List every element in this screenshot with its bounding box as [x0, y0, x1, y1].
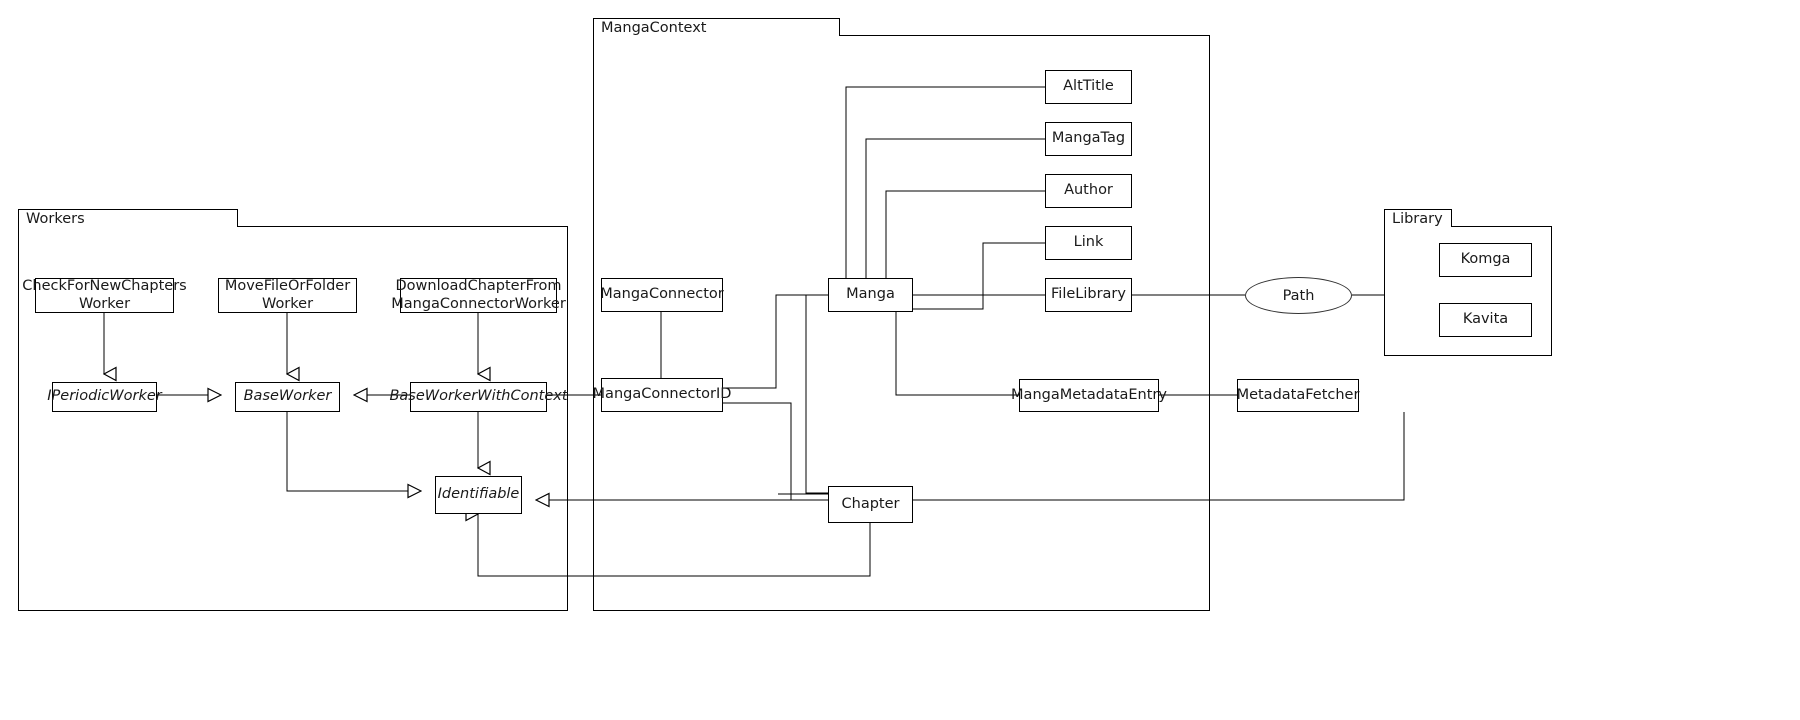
node-manga-tag[interactable]: MangaTag [1045, 122, 1132, 156]
node-link[interactable]: Link [1045, 226, 1132, 260]
package-library-label: Library [1392, 210, 1443, 227]
node-file-library[interactable]: FileLibrary [1045, 278, 1132, 312]
package-mangacontext-tab: MangaContext [593, 18, 840, 36]
node-check-for-new-chapters-worker[interactable]: CheckForNewChapters Worker [22, 278, 187, 313]
node-kavita[interactable]: Kavita [1439, 303, 1532, 337]
node-manga[interactable]: Manga [828, 278, 913, 312]
node-author[interactable]: Author [1045, 174, 1132, 208]
node-alt-title[interactable]: AltTitle [1045, 70, 1132, 104]
package-workers-label: Workers [26, 210, 85, 227]
node-komga[interactable]: Komga [1439, 243, 1532, 277]
node-path[interactable]: Path [1245, 277, 1352, 314]
node-base-worker[interactable]: BaseWorker [235, 382, 340, 412]
node-iperiodic-worker[interactable]: IPeriodicWorker [47, 382, 162, 412]
node-chapter[interactable]: Chapter [828, 486, 913, 523]
package-workers-tab: Workers [18, 209, 238, 227]
node-download-chapter-from-manga-connector-worker[interactable]: DownloadChapterFrom MangaConnectorWorker [391, 278, 566, 313]
node-identifiable[interactable]: Identifiable [435, 476, 522, 514]
node-move-file-or-folder-worker[interactable]: MoveFileOrFolder Worker [218, 278, 357, 313]
node-metadata-fetcher[interactable]: MetadataFetcher [1237, 379, 1359, 412]
package-library-body [1384, 226, 1552, 356]
node-manga-connector-id[interactable]: MangaConnectorID [593, 378, 731, 412]
package-mangacontext-label: MangaContext [601, 19, 707, 36]
node-base-worker-with-context[interactable]: BaseWorkerWithContext [389, 382, 568, 412]
package-mangacontext-body [593, 35, 1210, 611]
node-manga-connector[interactable]: MangaConnector [600, 278, 724, 312]
package-library-tab: Library [1384, 209, 1452, 227]
node-manga-metadata-entry[interactable]: MangaMetadataEntry [1011, 379, 1167, 412]
